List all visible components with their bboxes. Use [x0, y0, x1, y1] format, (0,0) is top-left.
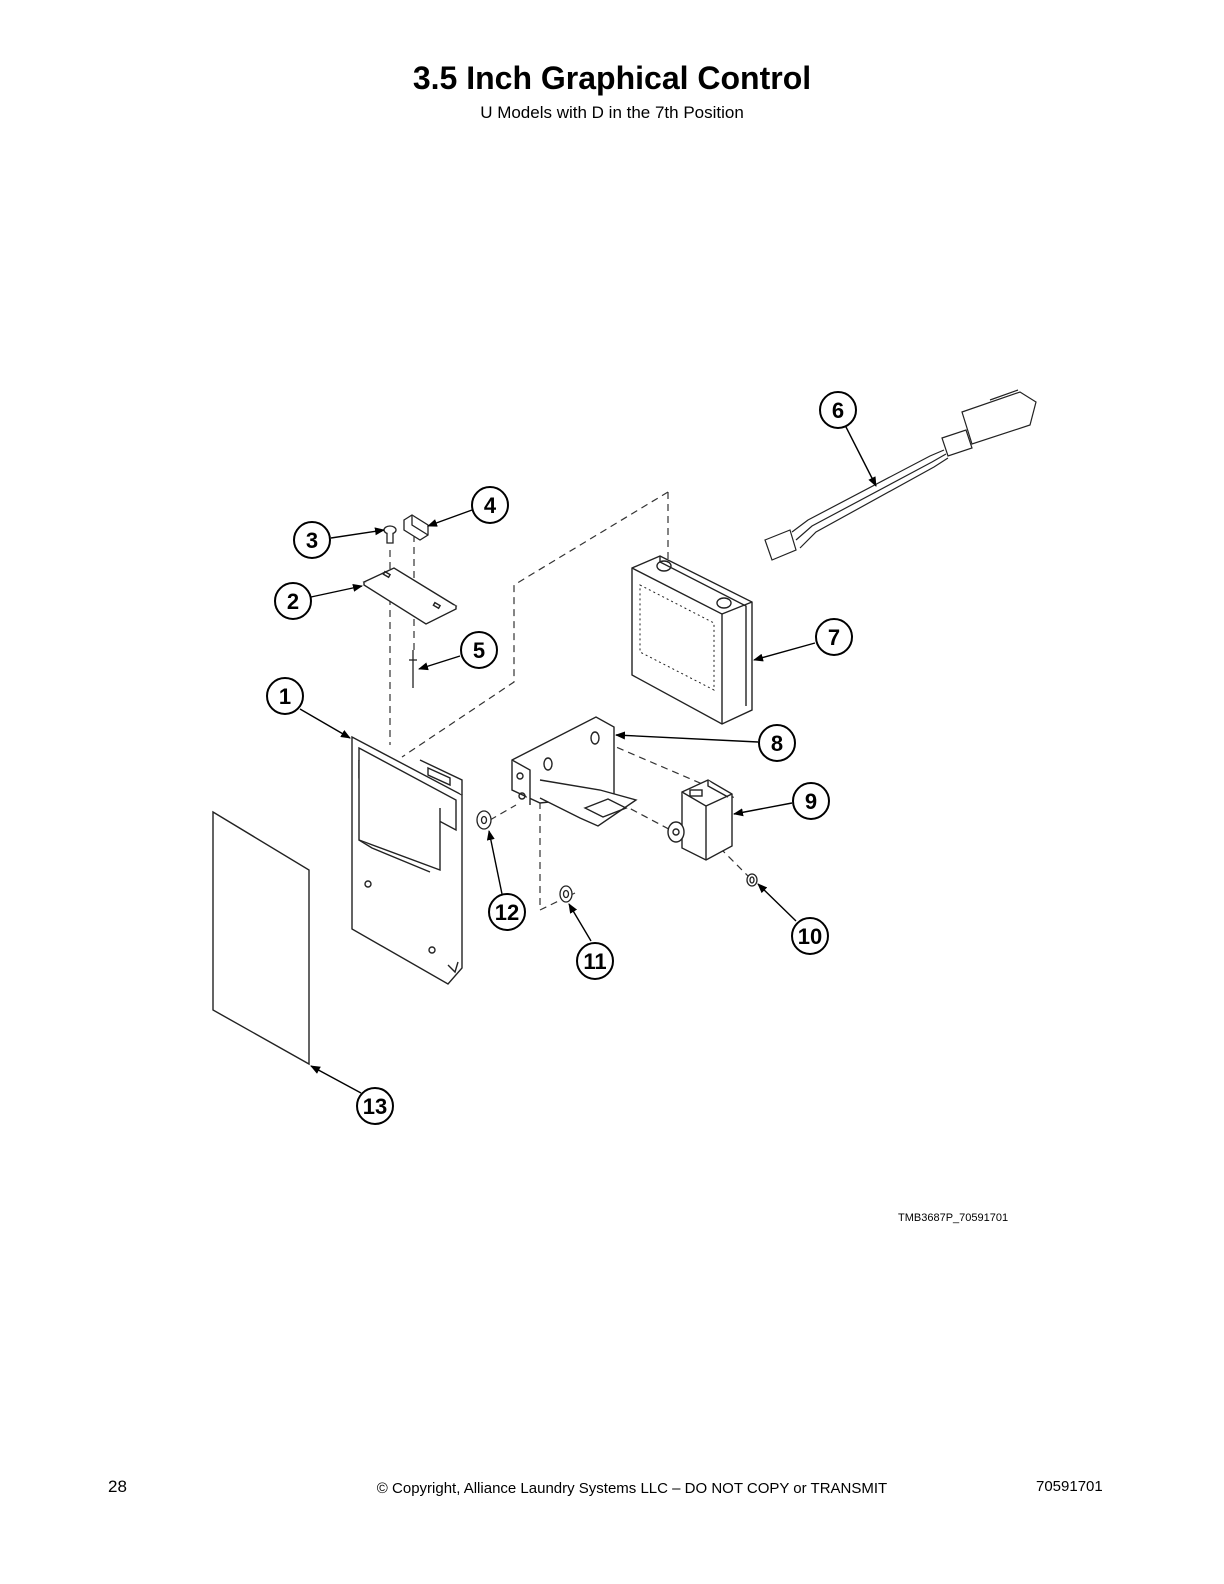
part-8-module-bracket — [511, 716, 638, 827]
part-2-cover-plate — [362, 567, 458, 625]
part-3-screw — [383, 525, 397, 544]
callout-2: 2 — [274, 582, 312, 620]
svg-text:5: 5 — [473, 638, 485, 663]
part-1-mounting-bracket — [351, 735, 463, 985]
svg-text:8: 8 — [771, 731, 783, 756]
leader-1 — [299, 708, 351, 739]
callout-7: 7 — [815, 618, 853, 656]
part-5-pin — [409, 650, 417, 688]
callout-12: 12 — [488, 893, 526, 931]
part-4-clip — [403, 514, 429, 541]
callout-10: 10 — [791, 917, 829, 955]
leader-13 — [310, 1065, 362, 1094]
leader-10 — [757, 883, 797, 922]
svg-text:3: 3 — [306, 528, 318, 553]
svg-text:11: 11 — [583, 949, 606, 974]
leader-5 — [418, 655, 461, 671]
svg-text:6: 6 — [832, 398, 844, 423]
leader-4 — [427, 509, 473, 527]
callout-8: 8 — [758, 724, 796, 762]
callout-4: 4 — [471, 486, 509, 524]
callouts: 1 2 3 4 5 6 7 8 9 10 11 12 13 — [266, 391, 857, 1125]
callout-6: 6 — [819, 391, 857, 429]
part-13-overlay-panel — [212, 810, 310, 1066]
page-title: 3.5 Inch Graphical Control — [412, 60, 812, 96]
part-11-nut — [559, 885, 573, 903]
part-9-sensor-module — [667, 779, 733, 861]
svg-text:2: 2 — [287, 589, 299, 614]
part-10-nut — [746, 873, 758, 887]
part-6-wire-harness — [764, 389, 1037, 561]
leader-3 — [330, 527, 385, 539]
part-7-control-module — [631, 555, 753, 725]
callout-11: 11 — [576, 942, 614, 980]
callout-9: 9 — [792, 782, 830, 820]
page-subtitle: U Models with D in the 7th Position — [480, 103, 744, 122]
document-number: 70591701 — [1036, 1478, 1103, 1495]
leader-7 — [753, 642, 816, 662]
svg-text:7: 7 — [828, 625, 840, 650]
svg-text:4: 4 — [484, 493, 497, 518]
callout-5: 5 — [460, 631, 498, 669]
leader-8 — [615, 731, 759, 743]
copyright-notice: © Copyright, Alliance Laundry Systems LL… — [376, 1480, 888, 1497]
svg-text:13: 13 — [363, 1094, 387, 1119]
leader-arrows — [299, 426, 877, 1094]
drawing-id: TMB3687P_70591701 — [898, 1212, 1009, 1224]
svg-text:10: 10 — [798, 924, 822, 949]
part-12-washer — [476, 810, 492, 830]
page-number: 28 — [108, 1477, 127, 1496]
svg-text:12: 12 — [495, 900, 519, 925]
callout-1: 1 — [266, 677, 304, 715]
leader-11 — [568, 903, 592, 942]
callout-3: 3 — [293, 521, 331, 559]
svg-text:1: 1 — [279, 684, 291, 709]
callout-13: 13 — [356, 1087, 394, 1125]
leader-12 — [486, 830, 503, 895]
leader-6 — [845, 426, 877, 487]
svg-text:9: 9 — [805, 789, 817, 814]
leader-2 — [310, 583, 363, 598]
leader-9 — [733, 802, 793, 817]
